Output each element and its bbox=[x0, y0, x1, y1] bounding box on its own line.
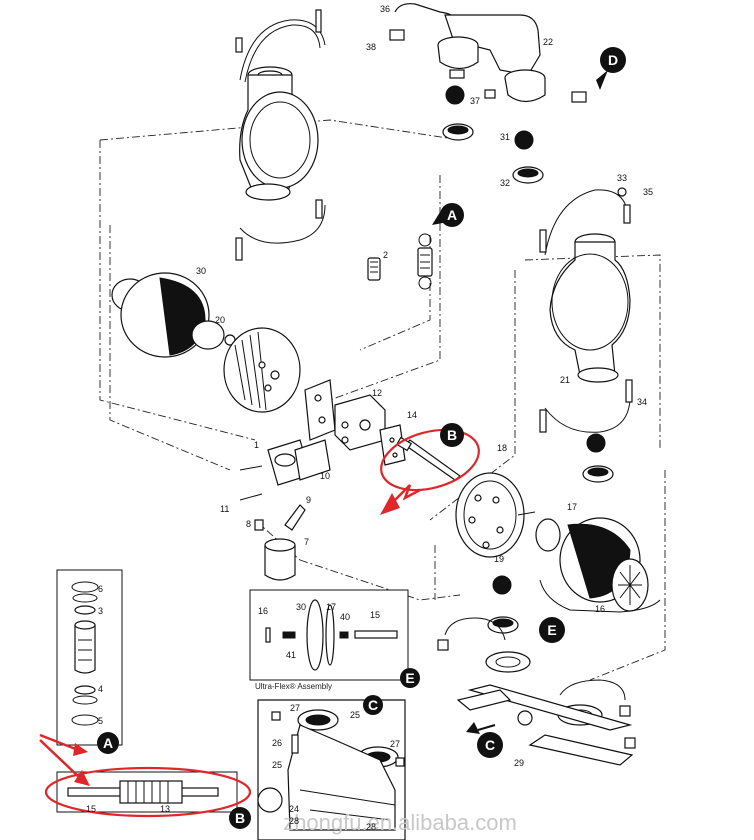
callout-badge-d: D bbox=[596, 47, 626, 90]
part-label-11: 11 bbox=[220, 504, 229, 514]
left-chamber-group bbox=[235, 9, 326, 261]
part-label-36: 36 bbox=[380, 4, 390, 14]
inset-e bbox=[249, 589, 409, 681]
discharge-manifold bbox=[389, 3, 587, 184]
svg-text:E: E bbox=[405, 670, 414, 686]
inset-a bbox=[39, 569, 123, 756]
part-label-21: 21 bbox=[560, 375, 570, 385]
part-label-10: 10 bbox=[320, 471, 330, 481]
svg-text:B: B bbox=[447, 427, 457, 443]
part-label-38: 38 bbox=[366, 42, 376, 52]
part-label-25b: 25 bbox=[272, 760, 282, 770]
callout-badge-b-top: B bbox=[440, 423, 464, 447]
callout-badge-a-top: A bbox=[432, 203, 464, 227]
part-label-34: 34 bbox=[637, 397, 647, 407]
part-label-1: 1 bbox=[254, 440, 259, 450]
svg-text:A: A bbox=[447, 207, 457, 223]
part-label-17: 17 bbox=[567, 502, 577, 512]
part-label-28a: 28 bbox=[289, 816, 299, 826]
shaft-group bbox=[380, 428, 480, 515]
callout-badge-b-inset: B bbox=[229, 807, 251, 829]
part-label-18: 18 bbox=[497, 443, 507, 453]
callout-badge-c-main: C bbox=[477, 732, 503, 758]
part-label-26: 26 bbox=[272, 738, 282, 748]
part-label-35: 35 bbox=[643, 187, 653, 197]
part-label-15b: 15 bbox=[86, 804, 96, 814]
part-label-6: 6 bbox=[98, 584, 103, 594]
svg-text:E: E bbox=[547, 622, 556, 638]
part-label-33: 33 bbox=[617, 173, 627, 183]
part-label-41: 41 bbox=[286, 650, 296, 660]
part-label-37: 37 bbox=[470, 96, 480, 106]
part-label-9: 9 bbox=[306, 495, 311, 505]
callout-badge-c-inset: C bbox=[363, 695, 383, 715]
part-label-25a: 25 bbox=[350, 710, 360, 720]
watermark: zhongfu.en.alibaba.com bbox=[283, 810, 517, 835]
part-label-27b: 27 bbox=[390, 739, 400, 749]
callout-badge-a-inset: A bbox=[97, 732, 119, 754]
svg-text:C: C bbox=[485, 737, 495, 753]
part-label-24: 24 bbox=[289, 804, 299, 814]
part-label-30e: 30 bbox=[296, 602, 306, 612]
part-label-40: 40 bbox=[340, 612, 350, 622]
part-label-8: 8 bbox=[246, 519, 251, 529]
part-label-28b: 28 bbox=[366, 822, 376, 832]
inset-c bbox=[257, 699, 406, 840]
part-label-12: 12 bbox=[372, 388, 382, 398]
ultraflex-caption: Ultra-Flex® Assembly bbox=[255, 682, 332, 691]
left-diaphragm-stack bbox=[111, 272, 301, 413]
part-label-3: 3 bbox=[98, 606, 103, 616]
part-label-20: 20 bbox=[215, 315, 225, 325]
svg-text:B: B bbox=[235, 810, 245, 826]
part-label-17e: 17 bbox=[326, 602, 336, 612]
pilot-spool-group bbox=[367, 233, 433, 290]
inlet-ball bbox=[492, 575, 512, 595]
callout-badge-e-main: E bbox=[539, 617, 565, 643]
part-labels: 36 38 22 37 31 32 33 35 2 30 20 21 34 12… bbox=[86, 4, 653, 832]
part-label-7: 7 bbox=[304, 537, 309, 547]
part-label-2: 2 bbox=[383, 250, 388, 260]
svg-text:C: C bbox=[368, 697, 378, 713]
part-label-16: 16 bbox=[595, 604, 605, 614]
part-label-30: 30 bbox=[196, 266, 206, 276]
part-label-19: 19 bbox=[494, 554, 504, 564]
svg-text:A: A bbox=[103, 735, 113, 751]
part-label-32: 32 bbox=[500, 178, 510, 188]
right-diaphragm-stack bbox=[455, 472, 661, 613]
part-label-4: 4 bbox=[98, 684, 103, 694]
inlet-manifold bbox=[437, 617, 636, 766]
inset-b bbox=[39, 739, 252, 818]
part-label-29: 29 bbox=[514, 758, 524, 768]
part-label-13: 13 bbox=[160, 804, 170, 814]
center-section bbox=[239, 379, 406, 581]
svg-text:D: D bbox=[608, 52, 618, 68]
part-label-27a: 27 bbox=[290, 703, 300, 713]
part-label-31: 31 bbox=[500, 132, 510, 142]
callout-badge-e-inset: E bbox=[400, 668, 420, 688]
part-label-15e: 15 bbox=[370, 610, 380, 620]
part-label-5: 5 bbox=[98, 716, 103, 726]
part-label-16e: 16 bbox=[258, 606, 268, 616]
part-label-14: 14 bbox=[407, 410, 417, 420]
part-label-22: 22 bbox=[543, 37, 553, 47]
right-chamber-group bbox=[539, 187, 633, 483]
